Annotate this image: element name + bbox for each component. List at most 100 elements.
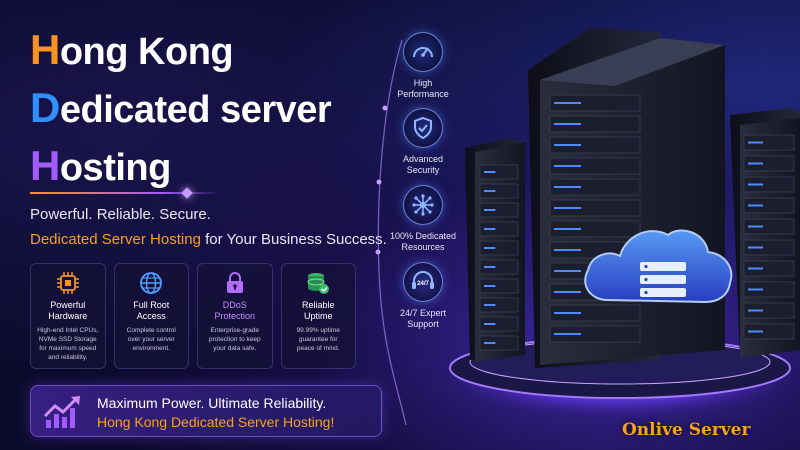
rack-unit-light bbox=[554, 102, 581, 104]
rack-unit-right bbox=[743, 197, 795, 214]
headline-cap-1: H bbox=[30, 26, 60, 73]
card-desc: Enterprise-grade protection to keep your… bbox=[208, 327, 261, 352]
rack-unit-light bbox=[748, 162, 763, 165]
rack-unit-light bbox=[484, 209, 496, 211]
card-full-root-access: Full Root Access Complete control over y… bbox=[113, 263, 189, 369]
headline: Hong Kong Dedicated server Hosting bbox=[30, 22, 390, 196]
rack-unit-light bbox=[554, 228, 581, 230]
rack-unit-light bbox=[748, 183, 763, 186]
rack-unit-right bbox=[743, 281, 795, 298]
card-desc: 99.99% uptime guarantee for peace of min… bbox=[296, 327, 340, 352]
subline-rest: for Your Business Success. bbox=[200, 231, 387, 248]
rack-unit-light bbox=[748, 204, 763, 207]
rack-unit-left bbox=[479, 240, 519, 256]
headline-line-3: Hosting bbox=[30, 138, 390, 196]
feature-circle bbox=[403, 185, 443, 225]
banner-line-2: Hong Kong Dedicated Server Hosting! bbox=[97, 414, 335, 430]
rack-unit-right bbox=[743, 323, 795, 340]
rack-unit-main bbox=[549, 115, 641, 133]
rack-unit-light bbox=[484, 266, 496, 268]
rack-unit-light bbox=[484, 304, 496, 306]
card-title: Powerful Hardware bbox=[48, 300, 88, 321]
feature-advanced-security: Advanced Security bbox=[368, 108, 478, 176]
card-ddos-protection: DDoS Protection Enterprise-grade protect… bbox=[197, 263, 273, 369]
rack-unit-right bbox=[743, 176, 795, 193]
timeline-dot bbox=[375, 249, 381, 255]
rack-unit-left bbox=[479, 278, 519, 294]
feature-circle bbox=[403, 32, 443, 72]
promo-banner: Maximum Power. Ultimate Reliability. Hon… bbox=[30, 385, 382, 437]
rack-unit-main bbox=[549, 220, 641, 238]
rack-unit-light bbox=[554, 249, 581, 251]
feature-label: Advanced Security bbox=[402, 154, 444, 175]
speedometer-icon bbox=[413, 47, 433, 58]
timeline-curve bbox=[375, 39, 407, 426]
feature-label: High Performance bbox=[397, 78, 449, 99]
card-desc: High-end Intel CPUs, NVMe SSD Storage fo… bbox=[37, 327, 99, 361]
onlive-server-logo: Onlive Server bbox=[622, 420, 751, 440]
network-hub-icon bbox=[412, 194, 434, 216]
rack-unit-right bbox=[743, 155, 795, 172]
headline-line-2: Dedicated server bbox=[30, 80, 390, 138]
rack-unit-left bbox=[479, 335, 519, 351]
headline-cap-2: D bbox=[30, 84, 60, 131]
rack-unit-main bbox=[549, 304, 641, 322]
rack-unit-main bbox=[549, 199, 641, 217]
rack-unit-light bbox=[748, 309, 763, 312]
card-desc: Complete control over your server enviro… bbox=[126, 327, 176, 352]
card-powerful-hardware: Powerful Hardware High-end Intel CPUs, N… bbox=[30, 263, 106, 369]
rack-unit-left bbox=[479, 164, 519, 180]
headline-rest-1: ong Kong bbox=[59, 31, 234, 73]
rack-unit-light bbox=[748, 225, 763, 228]
timeline-dot bbox=[376, 179, 382, 185]
subline-highlight: Dedicated Server Hosting bbox=[30, 231, 201, 248]
rack-unit-right bbox=[743, 260, 795, 277]
subline: Dedicated Server Hosting for Your Busine… bbox=[30, 231, 387, 248]
rack-unit-light bbox=[554, 333, 581, 335]
rack-unit-light bbox=[554, 144, 581, 146]
rack-unit-light bbox=[484, 247, 496, 249]
timeline-dot bbox=[382, 105, 388, 111]
rack-unit-light bbox=[748, 141, 763, 144]
rack-unit-light bbox=[554, 291, 581, 293]
rack-unit-right bbox=[743, 218, 795, 235]
rack-unit-right bbox=[743, 134, 795, 151]
feature-label: 24/7 Expert Support bbox=[399, 308, 447, 329]
rack-unit-light bbox=[554, 165, 581, 167]
rack-unit-light bbox=[554, 123, 581, 125]
rack-unit-light bbox=[748, 288, 763, 291]
headline-line-1: Hong Kong bbox=[30, 22, 390, 80]
rack-unit-left bbox=[479, 221, 519, 237]
lock-icon bbox=[226, 272, 243, 293]
card-reliable-uptime: Reliable Uptime 99.99% uptime guarantee … bbox=[280, 263, 356, 369]
feature-dedicated-resources: 100% Dedicated Resources bbox=[368, 185, 478, 253]
rack-unit-left bbox=[479, 297, 519, 313]
database-check-icon bbox=[307, 273, 330, 294]
rack-unit-light bbox=[484, 323, 496, 325]
rack-unit-left bbox=[479, 183, 519, 199]
trending-up-icon bbox=[43, 396, 80, 428]
feature-circle: 24/7 bbox=[403, 262, 443, 302]
rack-unit-light bbox=[484, 228, 496, 230]
card-title: Full Root Access bbox=[133, 300, 170, 321]
rack-unit-light bbox=[554, 207, 581, 209]
rack-unit-right bbox=[743, 302, 795, 319]
card-title: DDoS Protection bbox=[214, 300, 256, 321]
rack-unit-light bbox=[484, 171, 496, 173]
rack-unit-right bbox=[743, 239, 795, 256]
rack-unit-light bbox=[748, 330, 763, 333]
rack-unit-left bbox=[479, 316, 519, 332]
rack-unit-light bbox=[748, 267, 763, 270]
rack-unit-main bbox=[549, 157, 641, 175]
headline-cap-3: H bbox=[30, 142, 60, 189]
feature-cards: Powerful Hardware High-end Intel CPUs, N… bbox=[30, 263, 356, 369]
feature-label: 100% Dedicated Resources bbox=[389, 231, 457, 252]
banner-line-1: Maximum Power. Ultimate Reliability. bbox=[97, 395, 327, 411]
rack-unit-light bbox=[484, 342, 496, 344]
rack-unit-light bbox=[554, 270, 581, 272]
headline-divider bbox=[30, 192, 220, 194]
feature-high-performance: High Performance bbox=[368, 32, 478, 100]
tagline: Powerful. Reliable. Secure. bbox=[30, 206, 211, 223]
rack-unit-light bbox=[484, 190, 496, 192]
rack-unit-light bbox=[554, 186, 581, 188]
